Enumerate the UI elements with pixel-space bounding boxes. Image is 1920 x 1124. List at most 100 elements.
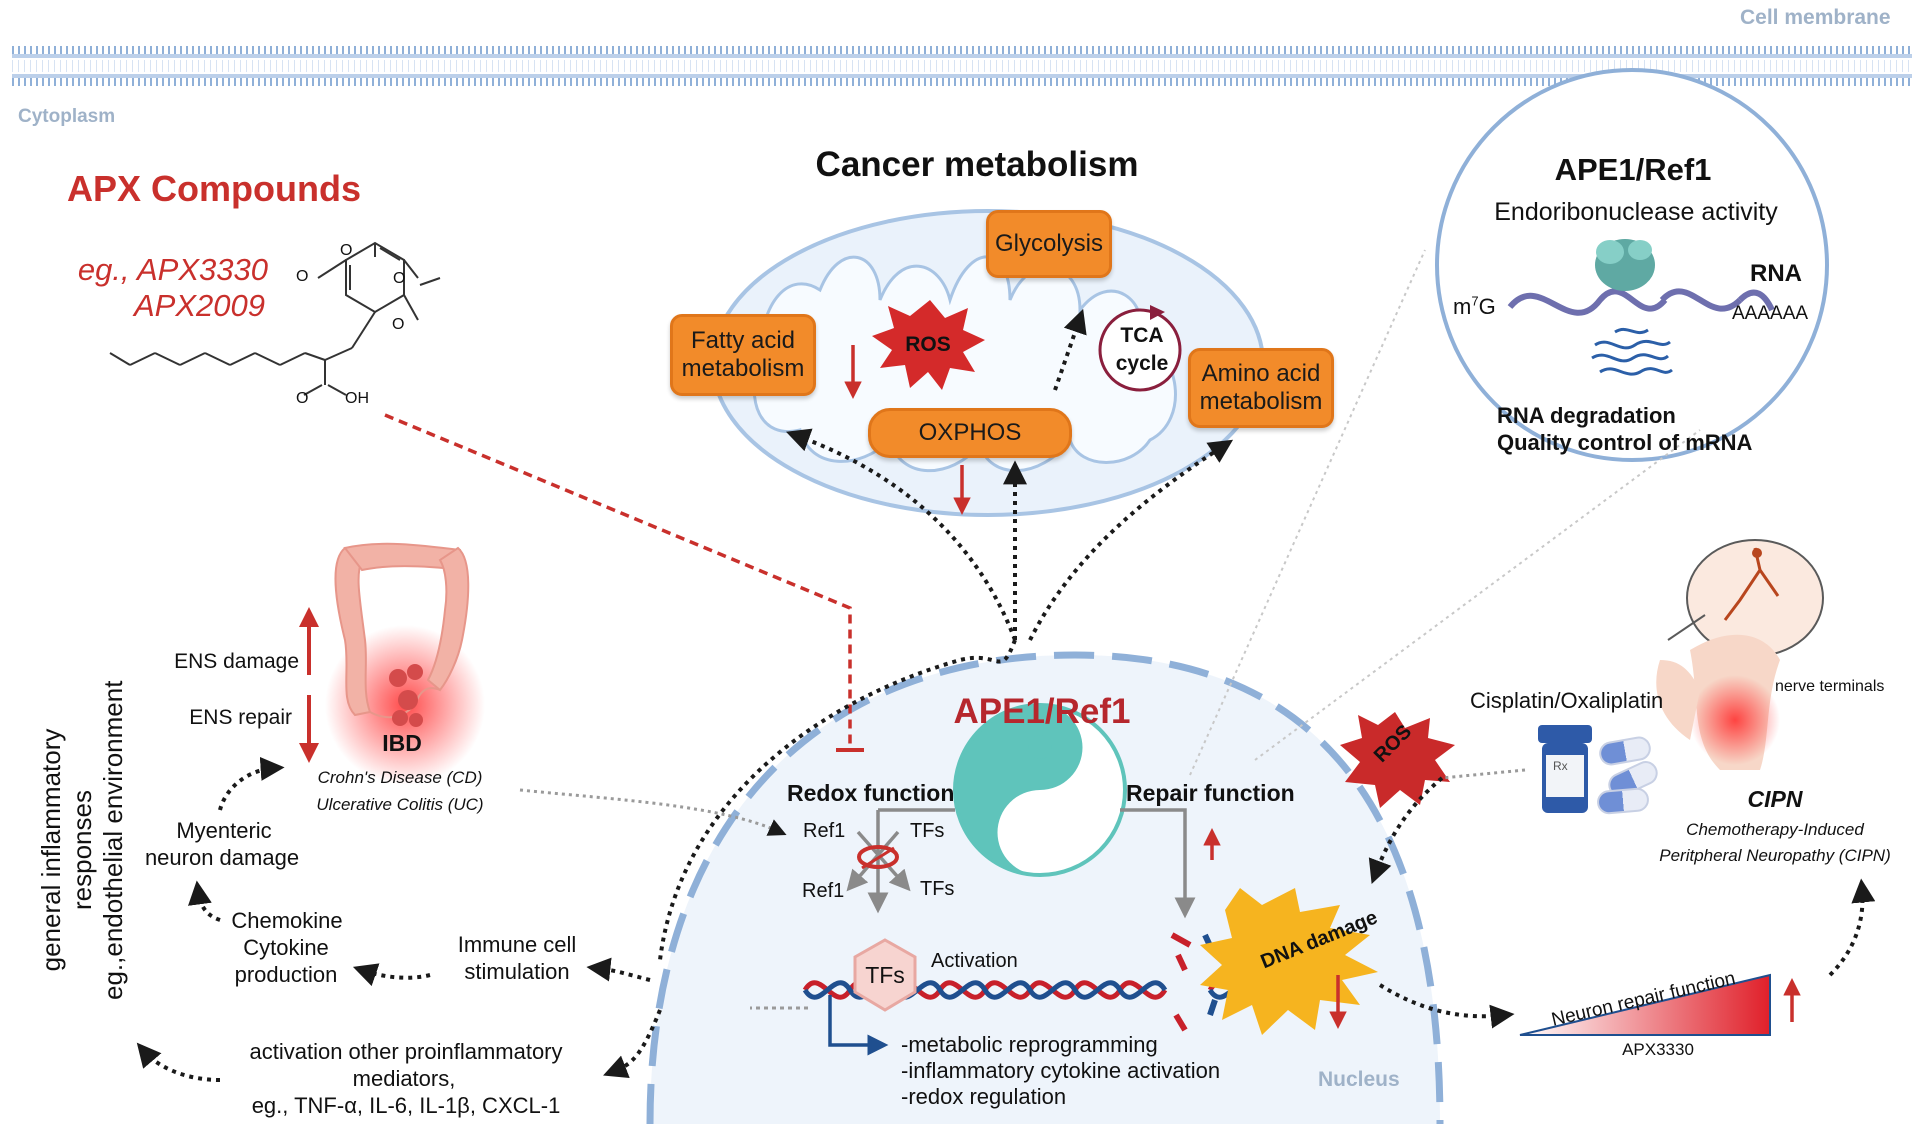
immune-line2: stimulation bbox=[464, 959, 570, 984]
cisplatin-label: Cisplatin/Oxaliplatin bbox=[1470, 688, 1664, 713]
ens-damage-label: ENS damage bbox=[174, 650, 299, 673]
damage-to-wedge-arrow bbox=[1378, 983, 1515, 1029]
tca-line2: cycle bbox=[1115, 352, 1169, 375]
activation-label: Activation bbox=[931, 950, 1018, 972]
fatty-acid-line2: metabolism bbox=[681, 355, 805, 382]
redox-function-label: Redox function bbox=[787, 780, 955, 806]
glycolysis-label: Glycolysis bbox=[994, 230, 1103, 258]
chemokine-line3: production bbox=[234, 962, 338, 987]
nucleus-ape1-title: APE1/Ref1 bbox=[953, 692, 1131, 731]
endo-title: APE1/Ref1 bbox=[1554, 152, 1712, 187]
cell-membrane bbox=[12, 46, 1912, 86]
ibd-flow-arrows bbox=[136, 756, 662, 1082]
apx-title: APX Compounds bbox=[67, 168, 361, 209]
cell-membrane-label: Cell membrane bbox=[1740, 6, 1891, 29]
ref1-bottom: Ref1 bbox=[802, 880, 845, 902]
cipn-full-2: Peritpheral Neuropathy (CIPN) bbox=[1659, 846, 1891, 865]
tca-line1: TCA bbox=[1120, 324, 1164, 347]
glycolysis-box: Glycolysis bbox=[986, 210, 1112, 278]
outcome-3: -redox regulation bbox=[901, 1084, 1067, 1109]
amino-acid-box: Amino acid metabolism bbox=[1188, 348, 1334, 428]
endoribonuclease-panel bbox=[1435, 68, 1829, 462]
endo-subtitle: Endoribonuclease activity bbox=[1494, 198, 1778, 226]
atom-o5: O bbox=[296, 390, 309, 407]
nerve-terminals-label: nerve terminals bbox=[1775, 678, 1885, 695]
rna-label: RNA bbox=[1750, 260, 1802, 287]
mrna-quality: Quality control of mRNA bbox=[1497, 430, 1753, 455]
atom-o4: O bbox=[392, 316, 405, 333]
tfs-hexagon bbox=[853, 938, 917, 1012]
zoom-line-1 bbox=[1189, 249, 1426, 776]
m7g-sup: 7 bbox=[1471, 293, 1479, 309]
outcome-arrow bbox=[828, 995, 889, 1056]
ros-burst-mito bbox=[872, 300, 985, 390]
polya-label: AAAAAA bbox=[1732, 303, 1809, 324]
proinflam-line2: mediators, bbox=[352, 1066, 456, 1091]
tfs-bottom: TFs bbox=[920, 878, 955, 900]
myenteric-line1: Myenteric bbox=[176, 818, 272, 843]
general-line3: eg.,endothelial environment bbox=[98, 680, 129, 1000]
cipn-full-1: Chemotherapy-Induced bbox=[1686, 820, 1864, 839]
proinflam-line1: activation other proinflammatory bbox=[249, 1039, 563, 1064]
apx3330-wedge-label: APX3330 bbox=[1622, 1040, 1694, 1059]
zoom-line-2 bbox=[1254, 429, 1701, 761]
tfs-top: TFs bbox=[910, 820, 945, 842]
tca-cycle-circle bbox=[1098, 308, 1182, 392]
ibd-uc: Ulcerative Colitis (UC) bbox=[316, 795, 484, 814]
ibd-crohns: Crohn's Disease (CD) bbox=[317, 768, 483, 787]
ref1-top: Ref1 bbox=[803, 820, 846, 842]
oxphos-label: OXPHOS bbox=[918, 419, 1022, 447]
ros-mito-label: ROS bbox=[905, 333, 951, 356]
outcome-1: -metabolic reprogramming bbox=[901, 1032, 1158, 1057]
chemokine-line2: Cytokine bbox=[243, 935, 329, 960]
colon-lesions bbox=[389, 664, 423, 727]
proinflam-line3: eg., TNF-α, IL-6, IL-1β, CXCL-1 bbox=[251, 1093, 561, 1118]
pill-grey-line bbox=[1441, 768, 1526, 780]
m7g-m: m bbox=[1453, 294, 1472, 319]
rna-degradation: RNA degradation bbox=[1497, 403, 1676, 428]
m7g-label: m7G bbox=[1453, 294, 1496, 319]
oxphos-box: OXPHOS bbox=[868, 408, 1072, 458]
metabolism-arrows bbox=[658, 308, 1234, 961]
amino-acid-line1: Amino acid bbox=[1201, 360, 1321, 388]
wedge-to-cipn-arrow bbox=[1828, 878, 1876, 977]
rx-label: Rx bbox=[1553, 759, 1568, 773]
atom-o1: O bbox=[340, 242, 353, 259]
pill-bottle bbox=[1538, 725, 1658, 815]
immune-line1: Immune cell bbox=[457, 932, 577, 957]
ens-repair-label: ENS repair bbox=[189, 706, 292, 729]
nerve-illustration bbox=[1656, 539, 1824, 770]
ref1-tfs-cut bbox=[861, 846, 895, 870]
neuron-repair-wedge bbox=[1519, 973, 1771, 1036]
apx-molecule bbox=[109, 241, 441, 396]
nucleus-label: Nucleus bbox=[1318, 1068, 1400, 1091]
apx-example-1: eg., APX3330 bbox=[77, 252, 268, 287]
general-line1: general inflammatory bbox=[36, 728, 66, 972]
myenteric-line2: neuron damage bbox=[144, 845, 300, 870]
ref1-tfs-complex bbox=[857, 845, 899, 869]
tfs-hexagon-label: TFs bbox=[865, 962, 905, 988]
fatty-acid-box: Fatty acid metabolism bbox=[670, 314, 816, 396]
atom-o3: O bbox=[393, 270, 406, 287]
general-line2: responses bbox=[67, 790, 98, 910]
apx-inhibition-line bbox=[384, 413, 852, 748]
metabolism-title: Cancer metabolism bbox=[815, 145, 1139, 184]
m7g-g: G bbox=[1478, 294, 1496, 319]
atom-oh: OH bbox=[345, 390, 369, 407]
repair-function-label: Repair function bbox=[1126, 780, 1295, 806]
atom-o2: O bbox=[296, 268, 309, 285]
general-inflammatory-label: general inflammatory responses eg.,endot… bbox=[36, 680, 130, 1000]
cytoplasm-label: Cytoplasm bbox=[18, 106, 116, 127]
cipn-title: CIPN bbox=[1747, 786, 1803, 812]
tca-cycle-arrowhead bbox=[1150, 305, 1165, 320]
ros-burst-cipn bbox=[1340, 712, 1455, 808]
yin-yang bbox=[953, 703, 1127, 877]
fatty-acid-line1: Fatty acid bbox=[690, 327, 796, 355]
outcome-2: -inflammatory cytokine activation bbox=[901, 1058, 1221, 1083]
chemokine-line1: Chemokine bbox=[231, 908, 343, 933]
dna-damage-burst bbox=[1200, 888, 1378, 1035]
amino-acid-line2: metabolism bbox=[1199, 388, 1323, 415]
apx-example-2: APX2009 bbox=[134, 288, 265, 323]
